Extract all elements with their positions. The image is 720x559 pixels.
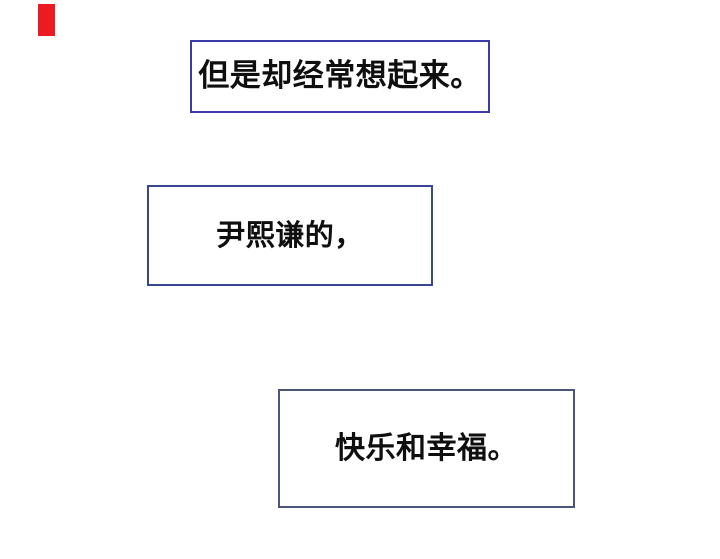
speech-box-bottom: 快乐和幸福。 xyxy=(278,389,575,508)
speech-box-top: 但是却经常想起来。 xyxy=(190,40,490,113)
speech-text-top: 但是却经常想起来。 xyxy=(198,58,482,94)
speech-text-bottom: 快乐和幸福。 xyxy=(335,430,518,466)
speech-box-middle: 尹熙谦的， xyxy=(147,185,433,286)
speech-text-middle: 尹熙谦的， xyxy=(216,218,364,252)
red-marker xyxy=(38,4,55,36)
